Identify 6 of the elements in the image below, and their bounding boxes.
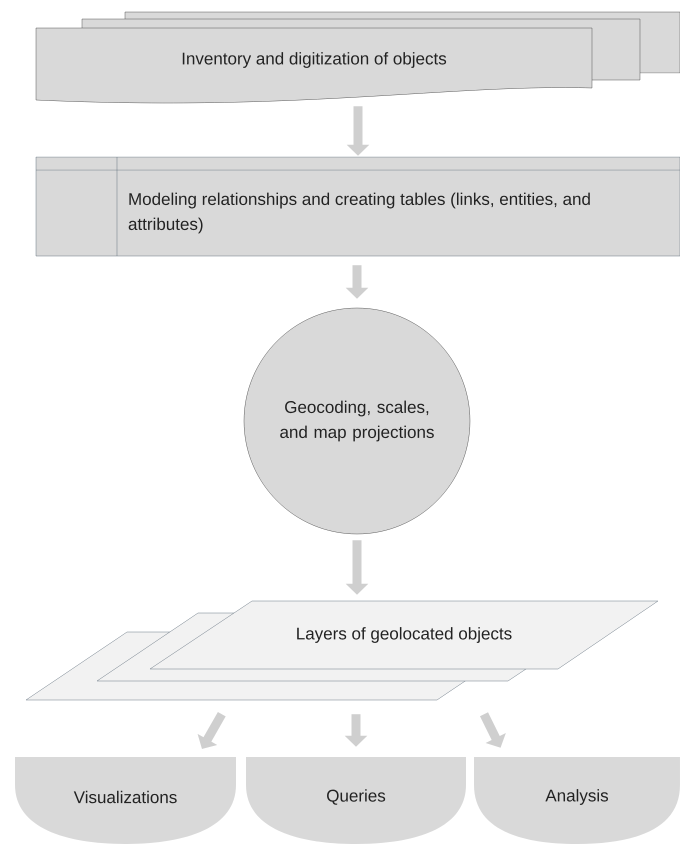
output-tab: Visualizations bbox=[15, 757, 236, 844]
document-stack: Inventory and digitization of objects bbox=[36, 12, 680, 104]
output-tab: Queries bbox=[246, 757, 466, 844]
output-tab: Analysis bbox=[474, 757, 680, 844]
storage-box: Modeling relationships and creating tables (links, entities, and attributes) bbox=[36, 156, 680, 256]
layer-stack: Layers of geolocated objects bbox=[26, 600, 658, 700]
